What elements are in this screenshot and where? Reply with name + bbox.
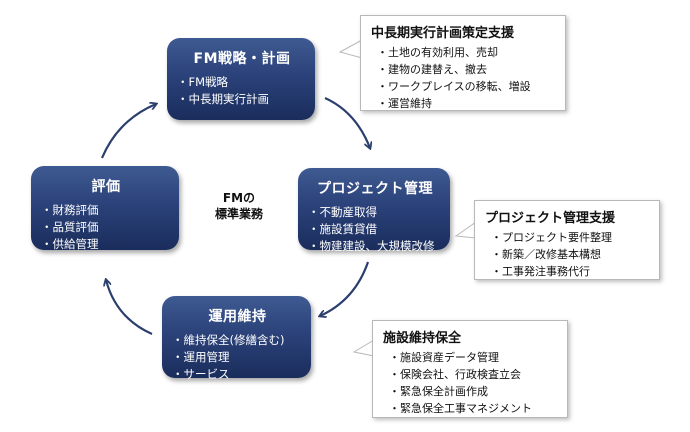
project-management-title: プロジェクト管理	[317, 181, 433, 197]
mid-long-plan-list: 土地の有効利用、売却 建物の建替え、撤去 ワークプレイスの移転、増設 運営維持	[371, 44, 557, 112]
list-item: 緊急保全計画作成	[389, 383, 559, 400]
list-item: 維持保全(修繕含む)	[172, 332, 303, 349]
mid-long-plan-callout: 中長期実行計画策定支援 土地の有効利用、売却 建物の建替え、撤去 ワークプレイス…	[360, 15, 566, 111]
project-management-box: プロジェクト管理 不動産取得 施設賃貸借 物建建設、大規模改修	[298, 168, 450, 253]
list-item: サービス	[172, 366, 303, 383]
list-item: 供給管理	[41, 236, 171, 253]
list-item: 土地の有効利用、売却	[377, 44, 557, 61]
list-item: ワークプレイスの移転、増設	[377, 78, 557, 95]
list-item: 運用管理	[172, 349, 303, 366]
list-item: 工事発注事務代行	[491, 263, 651, 280]
evaluation-box: 評価 財務評価 品質評価 供給管理	[31, 166, 179, 253]
callout-pointer-mid-long	[338, 39, 363, 59]
list-item: 施設賃貸借	[308, 221, 442, 238]
list-item: 財務評価	[41, 202, 171, 219]
project-support-callout: プロジェクト管理支援 プロジェクト要件整理 新築／改修基本構想 工事発注事務代行	[474, 200, 660, 280]
arrow-eval-to-fm	[100, 104, 156, 159]
fm-strategy-title: FM戦略・計画	[193, 51, 291, 67]
operations-box: 運用維持 維持保全(修繕含む) 運用管理 サービス	[162, 296, 311, 381]
list-item: 中長期実行計画	[177, 91, 307, 108]
list-item: 施設資産データ管理	[389, 349, 559, 366]
callout-pointer-facility	[352, 339, 375, 357]
list-item: 物建建設、大規模改修	[308, 238, 442, 255]
evaluation-title: 評価	[91, 179, 121, 195]
arrow-ops-to-eval	[106, 280, 153, 336]
center-label: FMの 標準業務	[214, 190, 264, 222]
arrow-fm-to-project	[324, 96, 370, 148]
facility-maintenance-list: 施設資産データ管理 保険会社、行政検査立会 緊急保全計画作成 緊急保全工事マネジ…	[383, 349, 559, 417]
list-item: 運営維持	[377, 95, 557, 112]
operations-title: 運用維持	[208, 309, 267, 325]
list-item: 新築／改修基本構想	[491, 246, 651, 263]
center-label-line1: FMの	[222, 191, 256, 205]
arrow-project-to-ops	[320, 261, 370, 316]
callout-pointer-project-support	[454, 221, 477, 239]
operations-list: 維持保全(修繕含む) 運用管理 サービス	[172, 332, 303, 383]
project-support-callout-title: プロジェクト管理支援	[485, 211, 616, 226]
list-item: 建物の建替え、撤去	[377, 61, 557, 78]
mid-long-plan-callout-title: 中長期実行計画策定支援	[371, 26, 515, 41]
evaluation-list: 財務評価 品質評価 供給管理	[41, 202, 171, 253]
fm-strategy-box: FM戦略・計画 FM戦略 中長期実行計画	[167, 38, 315, 120]
list-item: 保険会社、行政検査立会	[389, 366, 559, 383]
center-label-line2: 標準業務	[214, 207, 263, 221]
list-item: 緊急保全工事マネジメント	[389, 400, 559, 417]
fm-strategy-list: FM戦略 中長期実行計画	[177, 74, 307, 108]
facility-maintenance-callout: 施設維持保全 施設資産データ管理 保険会社、行政検査立会 緊急保全計画作成 緊急…	[372, 320, 568, 418]
facility-maintenance-callout-title: 施設維持保全	[383, 331, 462, 346]
list-item: FM戦略	[177, 74, 307, 91]
project-support-list: プロジェクト要件整理 新築／改修基本構想 工事発注事務代行	[485, 229, 651, 280]
project-management-list: 不動産取得 施設賃貸借 物建建設、大規模改修	[308, 204, 442, 255]
list-item: 不動産取得	[308, 204, 442, 221]
list-item: プロジェクト要件整理	[491, 229, 651, 246]
list-item: 品質評価	[41, 219, 171, 236]
